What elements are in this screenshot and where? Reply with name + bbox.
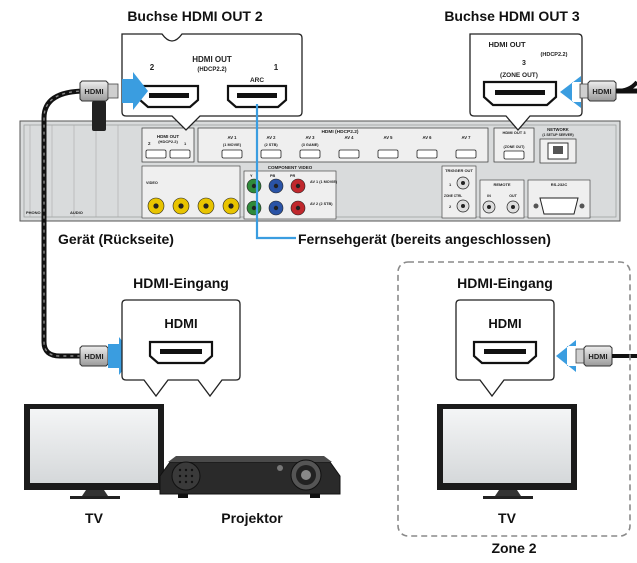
arc-connection-line (255, 104, 296, 240)
callout2-hdmi-port-1-arc (226, 84, 288, 109)
callout-tv-left-label: HDMI (164, 316, 197, 331)
label-tv-right: TV (498, 510, 517, 526)
panel-av3-sub: (3 GAME) (301, 143, 319, 147)
panel-trigger-2: 2 (449, 204, 452, 209)
callout2-subtitle: (HDCP2.2) (197, 67, 226, 73)
panel-zone-out-label: (ZONE OUT) (504, 145, 526, 149)
label-tv-connected: Fernsehgerät (bereits angeschlossen) (298, 231, 551, 247)
panel-hdmi-out1-port (169, 149, 191, 159)
plug-label-bottom-left: HDMI (84, 352, 103, 361)
callout3-zone-out: (ZONE OUT) (500, 72, 538, 79)
composite-jacks (147, 197, 240, 215)
panel-port-2-label: 2 (148, 141, 151, 146)
arrow-into-out3 (560, 76, 581, 108)
panel-remote-in: IN (487, 194, 491, 198)
label-tv-left: TV (85, 510, 104, 526)
callout-tv-right-label: HDMI (488, 316, 521, 331)
panel-hdmi-out3-label: HDMI OUT 3 (502, 130, 526, 135)
panel-av1-sub: (1 MOVIE) (223, 143, 242, 147)
panel-hdmi-group-label: HDMI (HDCP2.2) (321, 129, 358, 135)
panel-remote-label: REMOTE (493, 182, 510, 187)
panel-zone-ctrl: ZONE CTRL (444, 194, 462, 198)
tv-right (437, 404, 577, 499)
panel-trigger-1: 1 (449, 182, 452, 187)
plug-label-top-left: HDMI (84, 87, 103, 96)
panel-av2-sub: (2 STB) (264, 143, 278, 147)
panel-av1-movie-label: AV 1 (1 MOVIE) (310, 180, 338, 184)
callout2-port-2: 2 (150, 63, 155, 72)
callout3-num: 3 (522, 60, 526, 67)
callout3-subtitle: (HDCP2.2) (541, 52, 568, 58)
panel-av3-label: AV 3 (306, 135, 316, 140)
hdmi-plug-bottom-right: HDMI (556, 340, 637, 372)
callout2-hdmi-port-2 (138, 84, 200, 109)
label-hdmi-input-right: HDMI-Eingang (457, 275, 553, 291)
zone2-box (397, 261, 631, 537)
panel-y-label: Y (250, 174, 253, 178)
arrow-into-out2 (122, 72, 148, 110)
panel-av2-label: AV 2 (267, 135, 277, 140)
label-device-rear: Gerät (Rückseite) (58, 231, 174, 247)
panel-hdmi-out3-port (503, 150, 525, 160)
label-hdmi-input-left: HDMI-Eingang (133, 275, 229, 291)
plug-label-top-right: HDMI (592, 87, 611, 96)
arrow-into-tv-right (556, 340, 576, 372)
panel-av6-label: AV 6 (423, 135, 433, 140)
panel-video-label: VIDEO (146, 181, 158, 185)
panel-network-label: NETWORK (547, 127, 569, 132)
hdmi-plug-top-left: HDMI (79, 72, 148, 110)
receiver-rear-panel: HDMI OUT (HDCP2.2) 2 1 HDMI (HDCP2.2) AV… (19, 120, 621, 222)
hdmi-plug-bottom-left: HDMI (79, 337, 134, 375)
callout2-port-1: 1 (274, 63, 279, 72)
panel-pr-label: PR (290, 174, 296, 178)
panel-rs232c-port (539, 197, 579, 215)
callout-tv-left-hdmi: HDMI (121, 299, 241, 398)
label-zone2: Zone 2 (491, 540, 536, 556)
tv-left (24, 404, 164, 499)
projector (159, 456, 341, 498)
panel-pb-label: PB (270, 174, 276, 178)
panel-rs232c-label: RS-232C (551, 182, 568, 187)
callout3-hdmi-port (482, 80, 558, 107)
panel-av5-label: AV 5 (384, 135, 394, 140)
callout2-arc: ARC (250, 77, 264, 84)
heading-out2: Buchse HDMI OUT 2 (127, 8, 263, 24)
panel-phono-label: PHONO (26, 210, 41, 215)
panel-hdmi-out-label: HDMI OUT (157, 134, 179, 139)
callout2-title: HDMI OUT (192, 55, 232, 64)
panel-port-1-label: 1 (184, 141, 187, 146)
panel-av7-label: AV 7 (462, 135, 472, 140)
plug-label-bottom-right: HDMI (588, 352, 607, 361)
panel-trigger-label: TRIGGER OUT (445, 168, 473, 173)
panel-hdmi-out2-port (145, 149, 167, 159)
arrow-into-tv-left (108, 337, 134, 375)
callout3-title: HDMI OUT (488, 40, 525, 49)
callout-hdmi-out3: HDMI OUT (HDCP2.2) 3 (ZONE OUT) (469, 33, 583, 131)
panel-hdcp-label: (HDCP2.2) (158, 139, 178, 144)
callout-hdmi-out2: HDMI OUT (HDCP2.2) 2 1 ARC (121, 33, 303, 131)
heading-out3: Buchse HDMI OUT 3 (444, 8, 580, 24)
panel-hdmi-inputs: AV 1 AV 2 AV 3 AV 4 AV 5 AV 6 AV 7 (1 MO… (221, 135, 477, 159)
panel-av1-label: AV 1 (228, 135, 238, 140)
panel-av4-label: AV 4 (345, 135, 355, 140)
panel-network-sub: (1 SETUP SERVER) (542, 133, 573, 137)
panel-audio-label: AUDIO (70, 210, 83, 215)
label-projector: Projektor (221, 510, 283, 526)
panel-av2-stb-label: AV 2 (2 STB) (310, 202, 333, 206)
callout-tv-right-hdmi: HDMI (455, 299, 555, 398)
panel-remote-out: OUT (509, 194, 517, 198)
panel-component-label: COMPONENT VIDEO (268, 165, 313, 170)
